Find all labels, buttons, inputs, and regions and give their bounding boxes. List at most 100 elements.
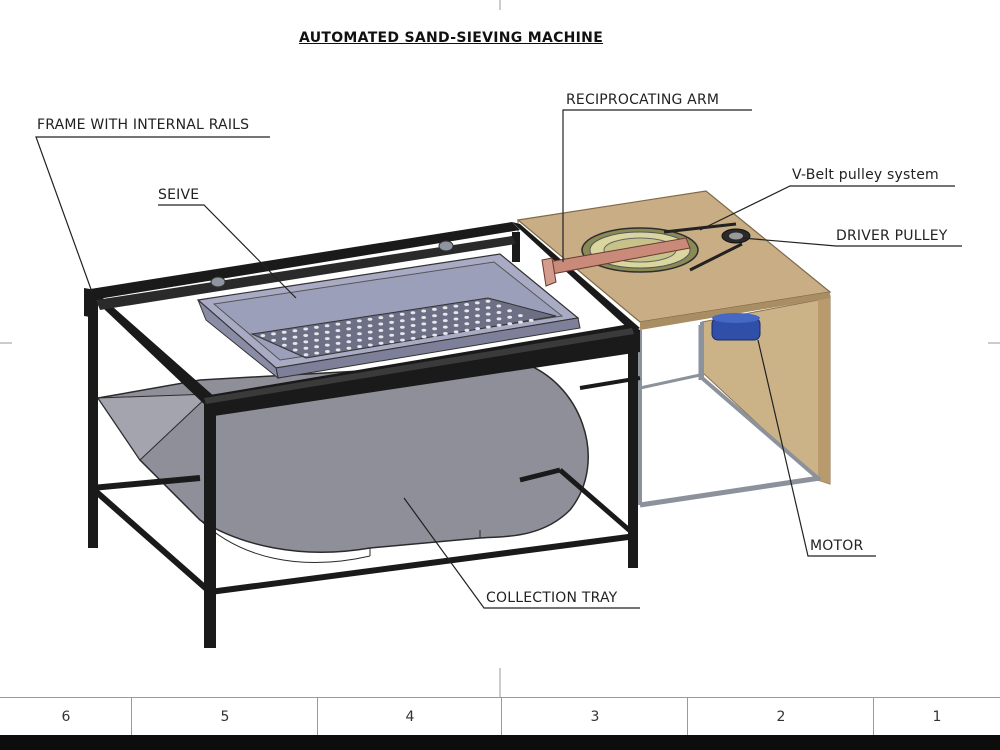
mesh-hole: [432, 307, 437, 311]
mesh-hole: [356, 319, 362, 323]
mesh-hole: [357, 338, 362, 342]
label-motor: MOTOR: [810, 538, 864, 554]
mesh-hole: [442, 319, 448, 323]
mesh-hole: [335, 348, 341, 352]
mesh-hole: [303, 340, 309, 344]
mesh-hole: [442, 306, 448, 310]
mesh-hole: [464, 322, 470, 326]
mesh-hole: [496, 311, 502, 314]
mesh-hole: [453, 317, 459, 321]
mesh-hole: [453, 311, 459, 315]
mesh-hole: [475, 327, 480, 331]
zone-number: 2: [776, 709, 786, 725]
mesh-hole: [292, 329, 298, 333]
mesh-hole: [421, 335, 427, 339]
zone-cell: 3: [502, 698, 688, 736]
mesh-hole: [496, 304, 502, 308]
zone-cell: 2: [688, 698, 874, 736]
zone-number: 4: [405, 709, 415, 725]
mesh-hole: [346, 346, 352, 350]
mesh-hole: [335, 329, 341, 333]
mesh-hole: [389, 340, 395, 344]
leader-belt: [699, 185, 955, 231]
mesh-hole: [507, 322, 513, 326]
mesh-hole: [421, 328, 427, 332]
leader-driver: [741, 237, 962, 247]
drawing-title: AUTOMATED SAND-SIEVING MACHINE: [299, 30, 604, 46]
mesh-hole: [464, 303, 469, 306]
sieve: [196, 253, 581, 380]
leader-sieve: [158, 204, 297, 299]
mesh-hole: [442, 325, 448, 329]
mesh-hole: [389, 327, 394, 331]
mesh-hole: [260, 334, 266, 338]
mesh-hole: [400, 338, 405, 342]
label-tray: COLLECTION TRAY: [486, 590, 618, 606]
mesh-hole: [324, 337, 330, 341]
mesh-hole: [475, 307, 480, 311]
mesh-hole: [474, 301, 480, 305]
mesh-hole: [367, 330, 373, 334]
mesh-hole: [485, 325, 491, 329]
mesh-hole: [400, 332, 405, 336]
zone-number: 3: [590, 709, 600, 725]
mesh-hole: [324, 343, 330, 347]
mesh-hole: [389, 333, 395, 337]
mesh-hole: [314, 351, 320, 355]
label-belt: V-Belt pulley system: [792, 167, 939, 183]
mesh-hole: [324, 324, 330, 328]
mesh-hole: [528, 318, 534, 322]
mesh-hole: [357, 325, 362, 329]
mesh-hole: [485, 312, 491, 316]
zone-number: 6: [61, 709, 71, 725]
zone-strip: 6 5 4 3 2 1: [0, 697, 1000, 736]
mesh-hole: [464, 309, 470, 313]
mesh-hole: [367, 317, 373, 321]
mesh-hole: [271, 332, 276, 336]
zone-divider: [687, 698, 688, 736]
mesh-hole: [367, 324, 373, 328]
leader-frame: [35, 136, 270, 293]
mesh-hole: [303, 353, 309, 357]
zone-divider: [317, 698, 318, 736]
mesh-hole: [496, 317, 502, 321]
label-driver: DRIVER PULLEY: [836, 228, 948, 244]
mesh-hole: [432, 314, 437, 318]
mesh-hole: [282, 343, 287, 347]
drive-mechanism: [541, 222, 761, 341]
mesh-hole: [410, 324, 416, 327]
zone-divider: [501, 698, 502, 736]
mesh-hole: [432, 327, 437, 331]
mesh-hole: [378, 329, 384, 332]
mesh-hole: [292, 342, 298, 345]
mesh-hole: [389, 314, 394, 318]
mesh-hole: [475, 314, 480, 318]
zone-cell: 6: [0, 698, 132, 736]
mesh-hole: [346, 340, 352, 344]
mesh-hole: [281, 330, 287, 334]
mesh-hole: [400, 325, 405, 329]
mesh-hole: [346, 333, 352, 337]
zone-divider: [873, 698, 874, 736]
zone-cell: 5: [132, 698, 318, 736]
zone-cell: 1: [874, 698, 1000, 736]
mesh-hole: [464, 328, 470, 332]
machine-illustration: [0, 0, 1000, 697]
mesh-hole: [292, 335, 298, 339]
mesh-hole: [314, 332, 319, 336]
mesh-hole: [335, 335, 341, 339]
mesh-hole: [346, 327, 352, 331]
mesh-hole: [314, 325, 319, 329]
screen-bottom-bar: [0, 735, 1000, 750]
mesh-hole: [399, 312, 405, 316]
mesh-hole: [421, 322, 427, 326]
mesh-hole: [335, 341, 341, 345]
mesh-hole: [281, 337, 287, 341]
mesh-hole: [367, 343, 373, 347]
mesh-hole: [271, 338, 276, 342]
mesh-hole: [410, 336, 416, 340]
mesh-hole: [389, 320, 394, 324]
mesh-hole: [303, 334, 309, 337]
mesh-hole: [335, 322, 341, 326]
